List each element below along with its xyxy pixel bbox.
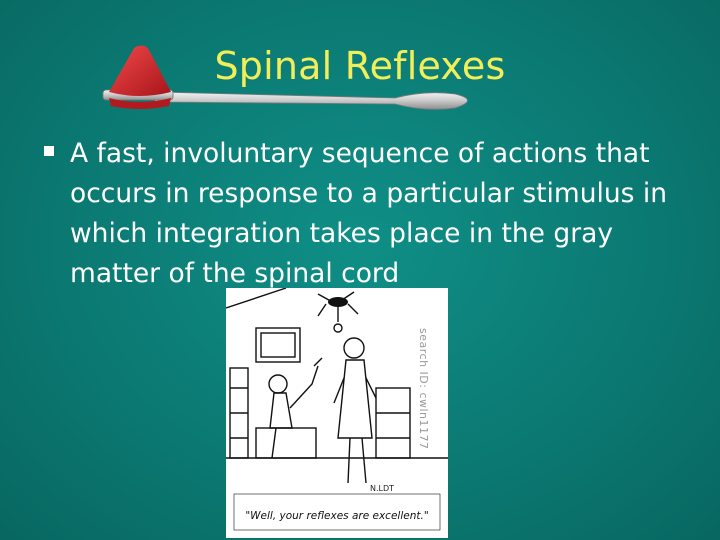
cartoon-illustration: [226, 288, 448, 531]
cartoon-image: N.LDT search ID: cwln1177 "Well, your re…: [226, 288, 448, 538]
cartoon-signature: N.LDT: [370, 484, 395, 493]
bullet-text: A fast, involuntary sequence of actions …: [70, 138, 668, 289]
reflex-hammer-icon: [102, 45, 468, 110]
slide-title: Spinal Reflexes: [214, 44, 506, 88]
bullet-square-icon: [44, 146, 54, 156]
cartoon-caption: "Well, your reflexes are excellent.": [245, 510, 429, 522]
cartoon-watermark: search ID: cwln1177: [417, 328, 430, 450]
